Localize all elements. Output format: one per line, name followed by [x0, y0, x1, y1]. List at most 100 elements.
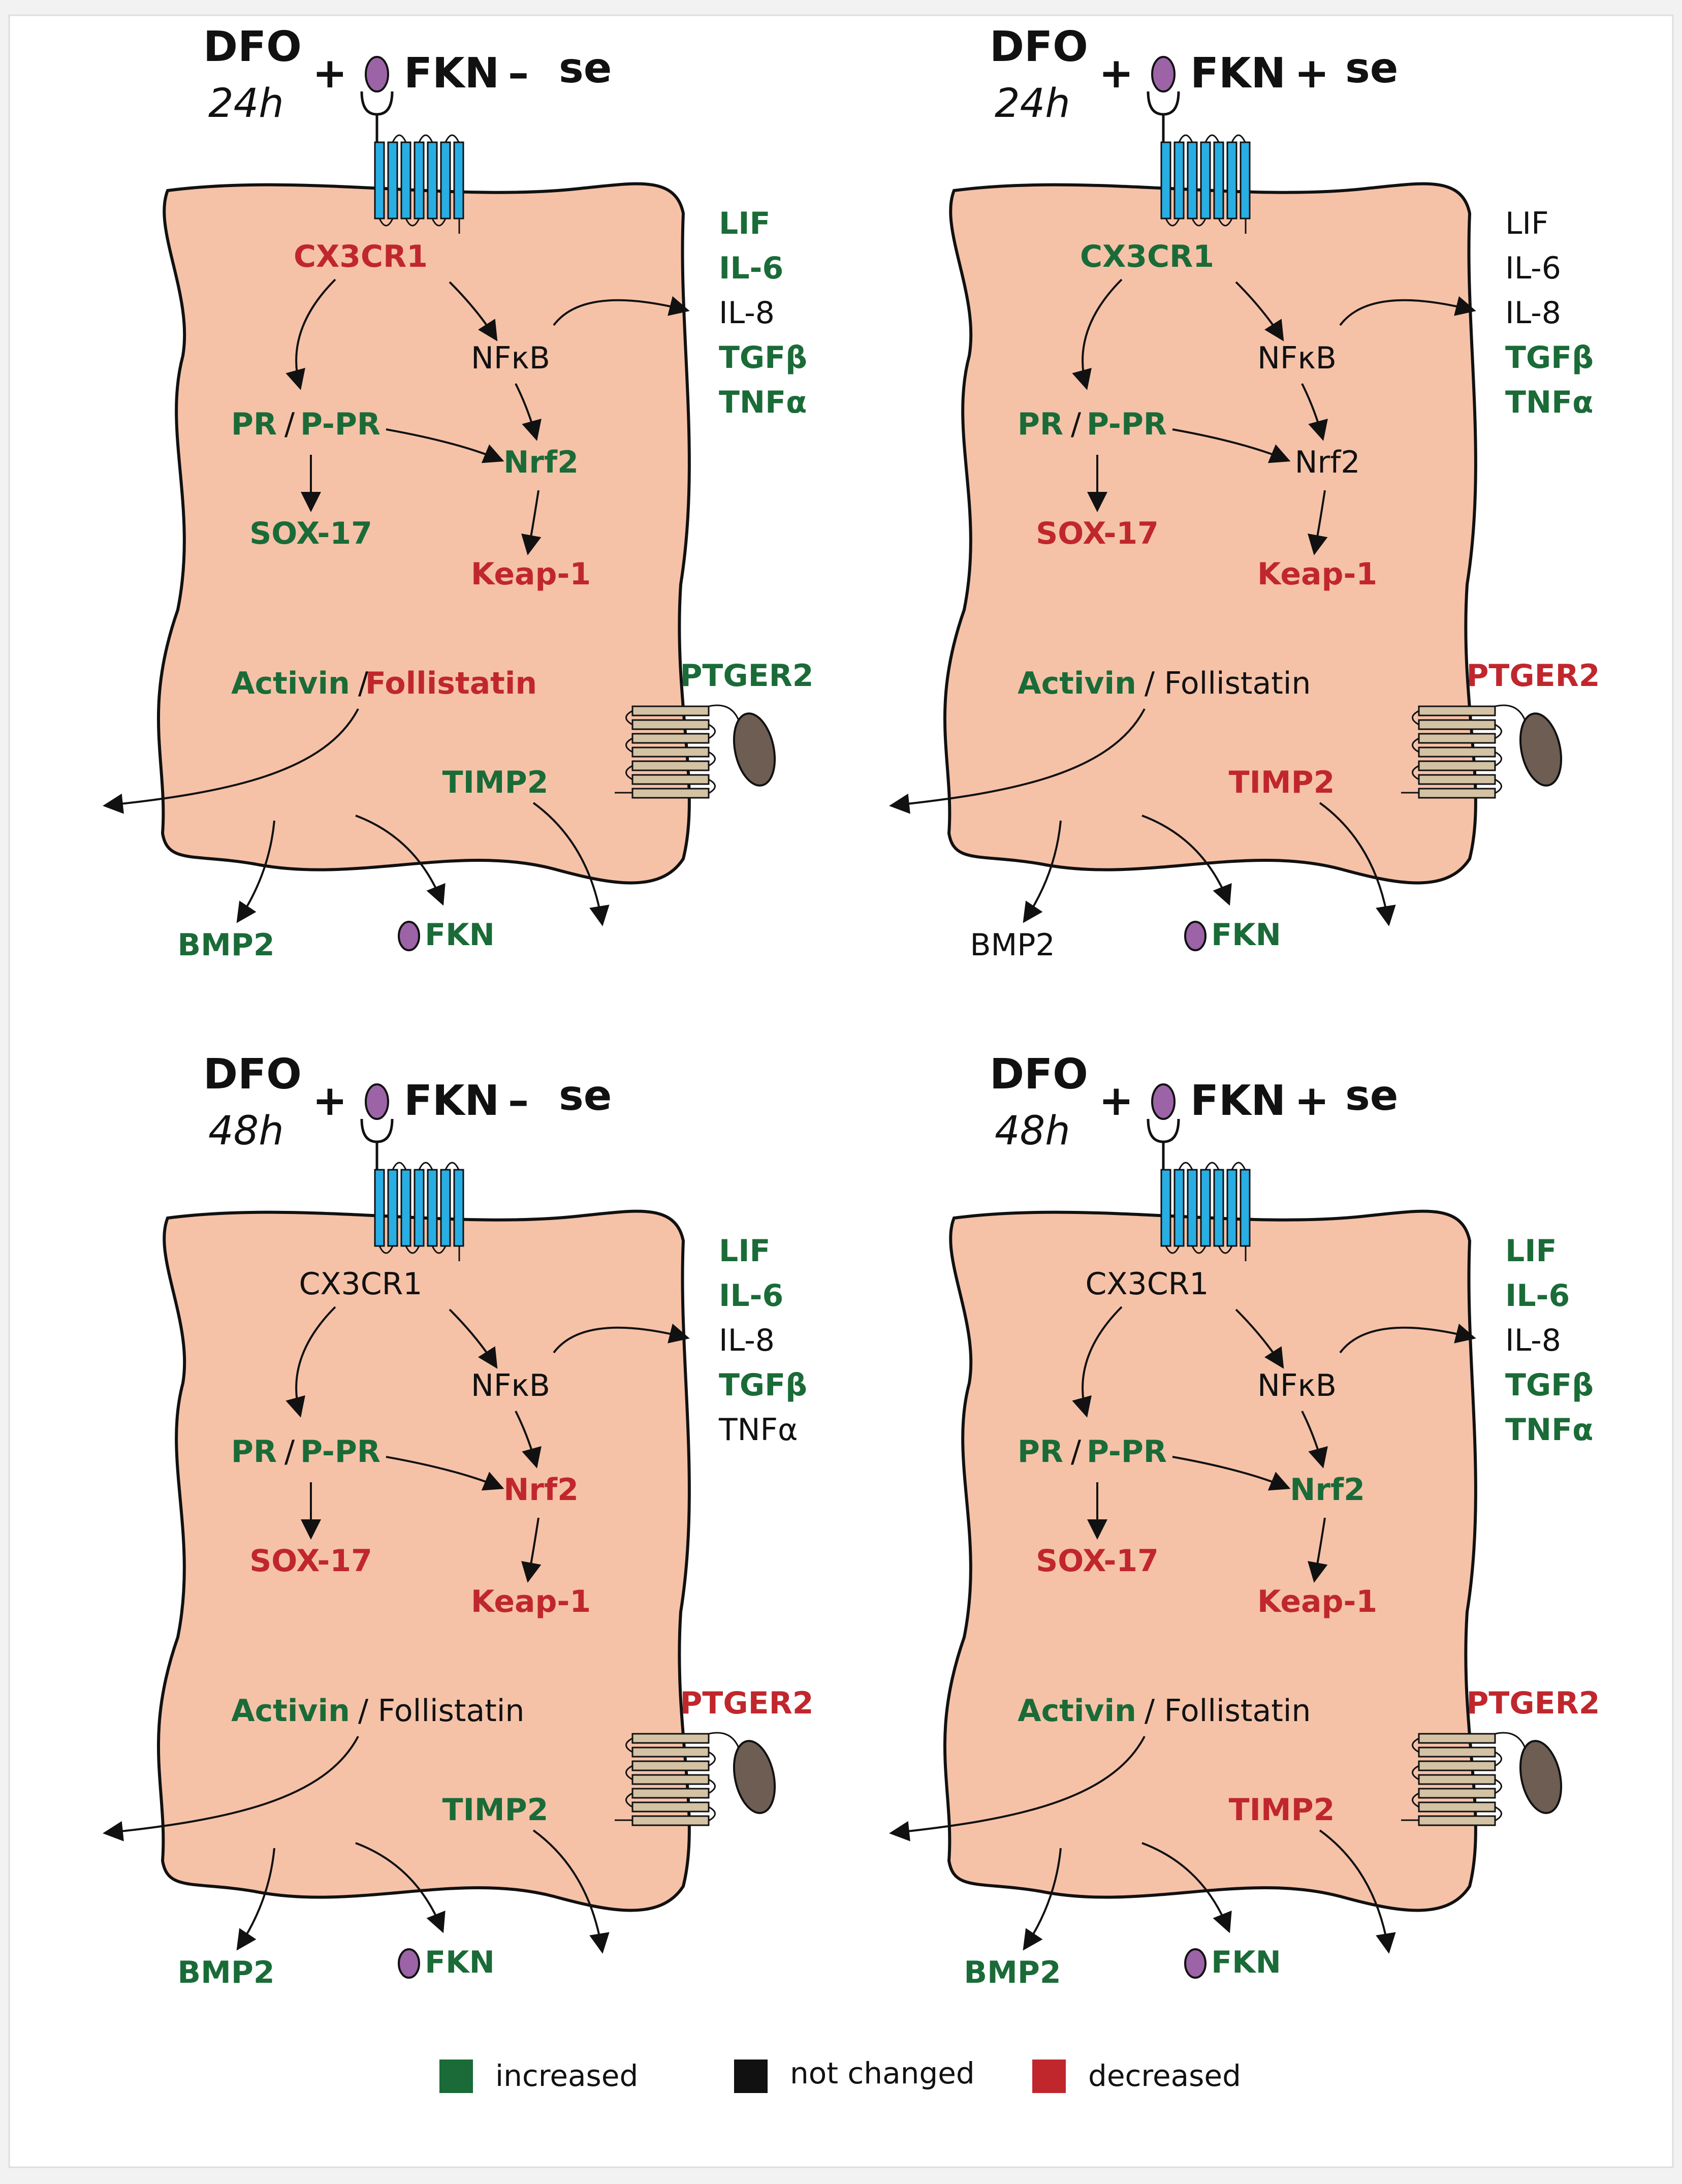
- ptger2-receptor-icon: [1401, 704, 1527, 799]
- arrow-cx3cr1-to-pr: [1072, 278, 1123, 390]
- label-timp2: TIMP2: [442, 765, 549, 800]
- label-slash1: /: [1071, 407, 1082, 442]
- panel-p3: DFO48h+FKN–seCX3CR1NFκBPR/P-PRNrf2SOX-17…: [103, 1050, 814, 1990]
- label-bmp2: BMP2: [177, 927, 274, 963]
- arrow-fkn-release: [1141, 815, 1232, 906]
- label-tnfa: TNFα: [1505, 385, 1593, 420]
- arrow-cx3cr1-to-nfkb: [449, 281, 498, 341]
- arrow-ppr-to-nrf2: [1172, 428, 1291, 463]
- label-fkn: FKN: [1211, 1945, 1281, 1980]
- label-cx3cr1: CX3CR1: [1086, 1266, 1209, 1302]
- label-sox17: SOX-17: [249, 1543, 372, 1579]
- released-fkn-icon: [1184, 1948, 1207, 1979]
- se-label: se: [559, 44, 612, 92]
- label-slash2: /: [358, 1693, 369, 1729]
- label-fkn: FKN: [1211, 917, 1281, 953]
- treatment-time: 48h: [995, 1108, 1070, 1154]
- label-slash2: /: [1145, 1693, 1155, 1729]
- treatment-drug: DFO: [990, 1050, 1088, 1099]
- label-lif: LIF: [1505, 206, 1549, 241]
- arrow-activin-release: [103, 708, 359, 814]
- cell-body: [157, 182, 691, 885]
- label-tnfa: TNFα: [719, 385, 807, 420]
- cell-body: [943, 1209, 1477, 1912]
- ligand-label: FKN: [1190, 1077, 1286, 1125]
- label-cx3cr1: CX3CR1: [299, 1266, 423, 1302]
- se-sign: –: [508, 1077, 529, 1125]
- arrow-bmp2-release: [236, 1848, 275, 1951]
- label-follistatin: Follistatin: [365, 666, 537, 701]
- legend-swatch-not_changed: [734, 2060, 768, 2093]
- arrow-activin-release: [103, 1736, 359, 1842]
- label-ptger2: PTGER2: [1466, 658, 1600, 694]
- label-il6: IL-6: [1505, 251, 1561, 286]
- arrow-fkn-release: [355, 815, 446, 906]
- label-follistatin: Follistatin: [1164, 666, 1311, 701]
- label-tnfa: TNFα: [1505, 1412, 1593, 1448]
- label-sox17: SOX-17: [1036, 1543, 1159, 1579]
- released-fkn-icon: [398, 921, 420, 951]
- se-label: se: [1345, 44, 1398, 92]
- label-slash1: /: [1071, 1434, 1082, 1470]
- label-il6: IL-6: [719, 1278, 783, 1314]
- label-keap1: Keap-1: [471, 556, 591, 592]
- label-pr: PR: [1018, 407, 1063, 442]
- arrow-bmp2-release: [236, 820, 275, 923]
- label-tnfa: TNFα: [718, 1412, 798, 1448]
- label-il8: IL-8: [719, 1323, 775, 1358]
- label-ppr: P-PR: [300, 1434, 380, 1470]
- arrow-nfkb-to-nrf2: [515, 1411, 542, 1469]
- label-nfkb: NFκB: [1257, 340, 1337, 376]
- arrow-timp2-release: [532, 1829, 610, 1954]
- released-fkn-icon: [398, 1948, 420, 1979]
- arrow-activin-release: [889, 708, 1146, 814]
- ligand-label: FKN: [404, 1077, 499, 1125]
- label-cx3cr1: CX3CR1: [294, 239, 428, 274]
- arrow-nrf2-to-keap1: [1308, 490, 1328, 555]
- fkn-ligand-icon: [365, 56, 389, 92]
- cell-body: [943, 182, 1477, 885]
- label-nrf2: Nrf2: [503, 445, 579, 480]
- label-keap1: Keap-1: [1257, 1584, 1377, 1619]
- legend-label-increased: increased: [495, 2058, 638, 2093]
- se-label: se: [559, 1072, 612, 1120]
- arrow-nfkb-to-cytokines: [553, 296, 690, 326]
- arrow-ppr-to-nrf2: [1172, 1456, 1291, 1491]
- label-ptger2: PTGER2: [680, 1686, 813, 1721]
- ligand-label: FKN: [404, 49, 499, 98]
- label-ptger2: PTGER2: [680, 658, 813, 694]
- label-slash2: /: [1145, 666, 1155, 701]
- panel-p2: DFO24h+FKN+seCX3CR1NFκBPR/P-PRNrf2SOX-17…: [889, 23, 1600, 963]
- plus-sign: +: [1099, 1077, 1134, 1125]
- ptger2-receptor-icon: [615, 704, 740, 799]
- cx3cr1-receptor-icon: [1160, 134, 1251, 234]
- label-tgfb: TGFβ: [1505, 1367, 1594, 1403]
- arrow-timp2-release: [532, 802, 610, 926]
- arrow-nfkb-to-nrf2: [515, 383, 542, 441]
- arrow-ppr-to-nrf2: [386, 428, 504, 463]
- label-ppr: P-PR: [1087, 407, 1167, 442]
- fkn-ligand-icon: [1151, 1083, 1176, 1120]
- prostaglandin-icon: [733, 1740, 776, 1814]
- arrow-bmp2-release: [1023, 820, 1062, 923]
- label-ptger2: PTGER2: [1466, 1686, 1600, 1721]
- arrow-cx3cr1-to-nfkb: [1235, 281, 1284, 341]
- label-bmp2: BMP2: [970, 927, 1055, 963]
- label-lif: LIF: [719, 1233, 771, 1269]
- label-slash1: /: [284, 1434, 295, 1470]
- cx3cr1-receptor-icon: [1160, 1162, 1251, 1261]
- treatment-drug: DFO: [990, 23, 1088, 71]
- arrow-nfkb-to-cytokines: [1339, 1323, 1476, 1354]
- treatment-time: 24h: [208, 81, 284, 127]
- arrow-timp2-release: [1319, 1829, 1396, 1954]
- label-fkn: FKN: [425, 1945, 495, 1980]
- fkn-ligand-icon: [365, 1083, 389, 1120]
- ligand-label: FKN: [1190, 49, 1286, 98]
- treatment-drug: DFO: [203, 23, 302, 71]
- label-nfkb: NFκB: [471, 1368, 550, 1403]
- se-label: se: [1345, 1072, 1398, 1120]
- se-sign: +: [1294, 1077, 1329, 1125]
- label-nrf2: Nrf2: [1295, 445, 1360, 480]
- arrow-cx3cr1-to-pr: [285, 278, 336, 390]
